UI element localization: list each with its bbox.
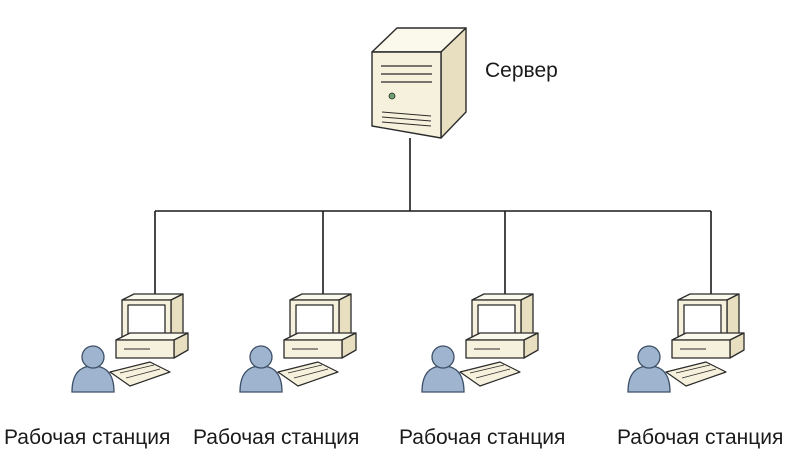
user-icon (239, 345, 283, 393)
monitor-icon (471, 293, 534, 341)
system-unit-icon (671, 332, 745, 359)
workstation-label-1: Рабочая станция (4, 426, 171, 449)
system-unit-icon (465, 332, 539, 359)
server-label: Сервер (485, 59, 558, 82)
workstation-icon (239, 293, 357, 393)
workstation-label-3: Рабочая станция (399, 426, 566, 449)
workstation-icon (421, 293, 539, 393)
keyboard-icon (459, 361, 521, 387)
user-icon (71, 345, 115, 393)
workstation-label-2: Рабочая станция (193, 426, 360, 449)
keyboard-icon (109, 361, 171, 387)
keyboard-icon (665, 361, 727, 387)
system-unit-icon (115, 332, 189, 359)
monitor-icon (677, 293, 740, 341)
connections (154, 138, 712, 300)
user-icon (421, 345, 465, 393)
workstation-icon (627, 293, 745, 393)
user-icon (627, 345, 671, 393)
system-unit-icon (283, 332, 357, 359)
keyboard-icon (277, 361, 339, 387)
server-tower-icon (371, 27, 467, 139)
workstation-label-4: Рабочая станция (617, 426, 784, 449)
monitor-icon (289, 293, 352, 341)
workstations (71, 293, 745, 393)
monitor-icon (121, 293, 184, 341)
workstation-icon (71, 293, 189, 393)
